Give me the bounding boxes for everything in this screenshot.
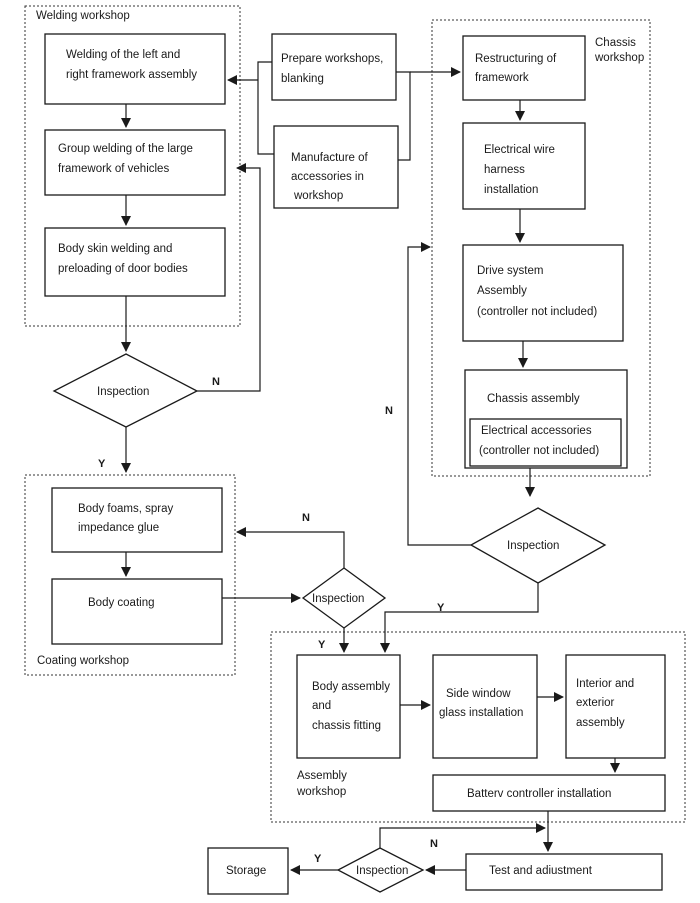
chassis-workshop-label-2: workshop: [594, 52, 644, 64]
step-manufacture-accessories: Manufacture of accessories in workshop: [273, 125, 399, 209]
label-y-welding: Y: [98, 458, 106, 470]
step-body-foams: Body foams, spray impedance glue: [51, 487, 223, 553]
step-chassis-assembly-label: Chassis assembly: [487, 393, 580, 405]
step-body-skin-line-2: preloading of door bodies: [58, 263, 188, 275]
decision-inspection-coating: Inspection: [301, 567, 387, 629]
coating-workshop-label: Coating workshop: [37, 655, 129, 667]
step-body-asm-line-1: Body assembly: [312, 681, 390, 693]
decision-inspection-final-label: Inspection: [356, 865, 408, 877]
step-side-glass-line-2: glass installation: [439, 707, 523, 719]
step-prepare-workshops: Prepare workshops, blanking: [271, 33, 397, 101]
assembly-workshop-group: Assembly workshop: [270, 631, 686, 823]
step-foam-line-1: Body foams, spray: [78, 503, 173, 515]
connectors: [121, 61, 620, 875]
step-weld-left-right-line-1: Welding of the left and: [66, 49, 180, 61]
arrow-coating-rework: [236, 527, 345, 568]
step-foam-line-2: impedance glue: [78, 522, 159, 534]
chassis-workshop-label-1: Chassis: [595, 37, 636, 49]
step-interior-line-3: assembly: [576, 717, 625, 729]
assembly-workshop-label-1: Assembly: [297, 770, 347, 782]
step-prepare-line-2: blanking: [281, 73, 324, 85]
step-drive-line-2: Assembly: [477, 285, 527, 297]
step-drive-line-1: Drive system: [477, 265, 543, 277]
step-test-label: Test and adiustment: [489, 865, 593, 877]
step-prepare-line-1: Prepare workshops,: [281, 53, 383, 65]
step-body-coating: Body coating: [51, 578, 223, 645]
arrow-welding-rework: [197, 163, 261, 392]
decision-inspection-welding-label: Inspection: [97, 386, 149, 398]
label-n-final: N: [430, 838, 438, 850]
step-elec-acc-line-1: Electrical accessories: [481, 425, 592, 437]
step-group-welding: Group welding of the large framework of …: [44, 129, 226, 196]
step-body-asm-line-3: chassis fitting: [312, 720, 381, 732]
coating-workshop-group: Coating workshop: [24, 474, 236, 676]
step-side-glass-line-1: Side window: [446, 688, 511, 700]
step-elec-acc-line-2: (controller not included): [479, 445, 599, 457]
welding-workshop-label: Welding workshop: [36, 10, 130, 22]
label-y-coating: Y: [318, 639, 326, 651]
assembly-workshop-label-2: workshop: [296, 786, 346, 798]
step-electrical-accessories-box: [469, 418, 622, 467]
step-interior-line-2: exterior: [576, 697, 615, 709]
decision-inspection-chassis-label: Inspection: [507, 540, 559, 552]
step-restructure-line-1: Restructuring of: [475, 53, 557, 65]
welding-workshop-group: Welding workshop: [24, 5, 241, 327]
step-wire-line-2: harness: [484, 164, 525, 176]
step-accessories-line-2: accessories in: [291, 171, 364, 183]
arrow-final-rework: [379, 823, 546, 848]
chassis-workshop-group: Chassis workshop: [431, 19, 651, 477]
label-n-welding: N: [212, 376, 220, 388]
step-body-asm-line-2: and: [312, 700, 331, 712]
step-storage-label: Storage: [226, 865, 266, 877]
arrow-chassis-to-body-asm: [380, 583, 539, 653]
step-side-window-glass: Side window glass installation: [432, 654, 538, 759]
step-chassis-assembly: Chassis assembly Electrical accessories …: [464, 369, 628, 469]
step-group-welding-line-1: Group welding of the large: [58, 143, 193, 155]
step-storage: Storage: [207, 847, 289, 895]
label-y-chassis: Y: [437, 602, 445, 614]
bracket-left: [257, 61, 274, 155]
step-accessories-line-1: Manufacture of: [291, 152, 369, 164]
arrow-chassis-rework: [407, 242, 471, 546]
step-weld-left-right: Welding of the left and right framework …: [44, 33, 226, 105]
step-battery-label: Batterv controller installation: [467, 788, 611, 800]
bracket-right: [396, 71, 411, 161]
step-wire-harness: Electrical wire harness installation: [462, 122, 586, 210]
step-drive-line-3: (controller not included): [477, 306, 597, 318]
label-n-coating: N: [302, 512, 310, 524]
step-battery-controller: Batterv controller installation: [432, 774, 666, 812]
flow-labels: N Y N Y N Y N Y: [98, 376, 445, 865]
step-body-assembly: Body assembly and chassis fitting: [296, 654, 401, 759]
decision-inspection-welding: Inspection: [52, 353, 199, 428]
step-interior-line-1: Interior and: [576, 678, 634, 690]
step-weld-left-right-line-2: right framework assembly: [66, 69, 197, 81]
step-test-adjustment: Test and adiustment: [465, 853, 663, 891]
step-restructuring-framework: Restructuring of framework: [462, 35, 586, 101]
decision-inspection-coating-label: Inspection: [312, 593, 364, 605]
step-body-skin-line-1: Body skin welding and: [58, 243, 172, 255]
decision-inspection-final: Inspection: [336, 847, 425, 893]
step-coat-label: Body coating: [88, 597, 155, 609]
decision-inspection-chassis: Inspection: [469, 507, 607, 584]
step-wire-line-1: Electrical wire: [484, 144, 555, 156]
step-group-welding-line-2: framework of vehicles: [58, 163, 169, 175]
label-n-chassis: N: [385, 405, 393, 417]
step-interior-exterior: Interior and exterior assembly: [565, 654, 666, 759]
step-body-skin-welding: Body skin welding and preloading of door…: [44, 227, 226, 297]
step-accessories-line-3: workshop: [293, 190, 343, 202]
step-wire-line-3: installation: [484, 184, 538, 196]
label-y-final: Y: [314, 853, 322, 865]
step-drive-system: Drive system Assembly (controller not in…: [462, 244, 624, 342]
step-restructure-line-2: framework: [475, 72, 529, 84]
